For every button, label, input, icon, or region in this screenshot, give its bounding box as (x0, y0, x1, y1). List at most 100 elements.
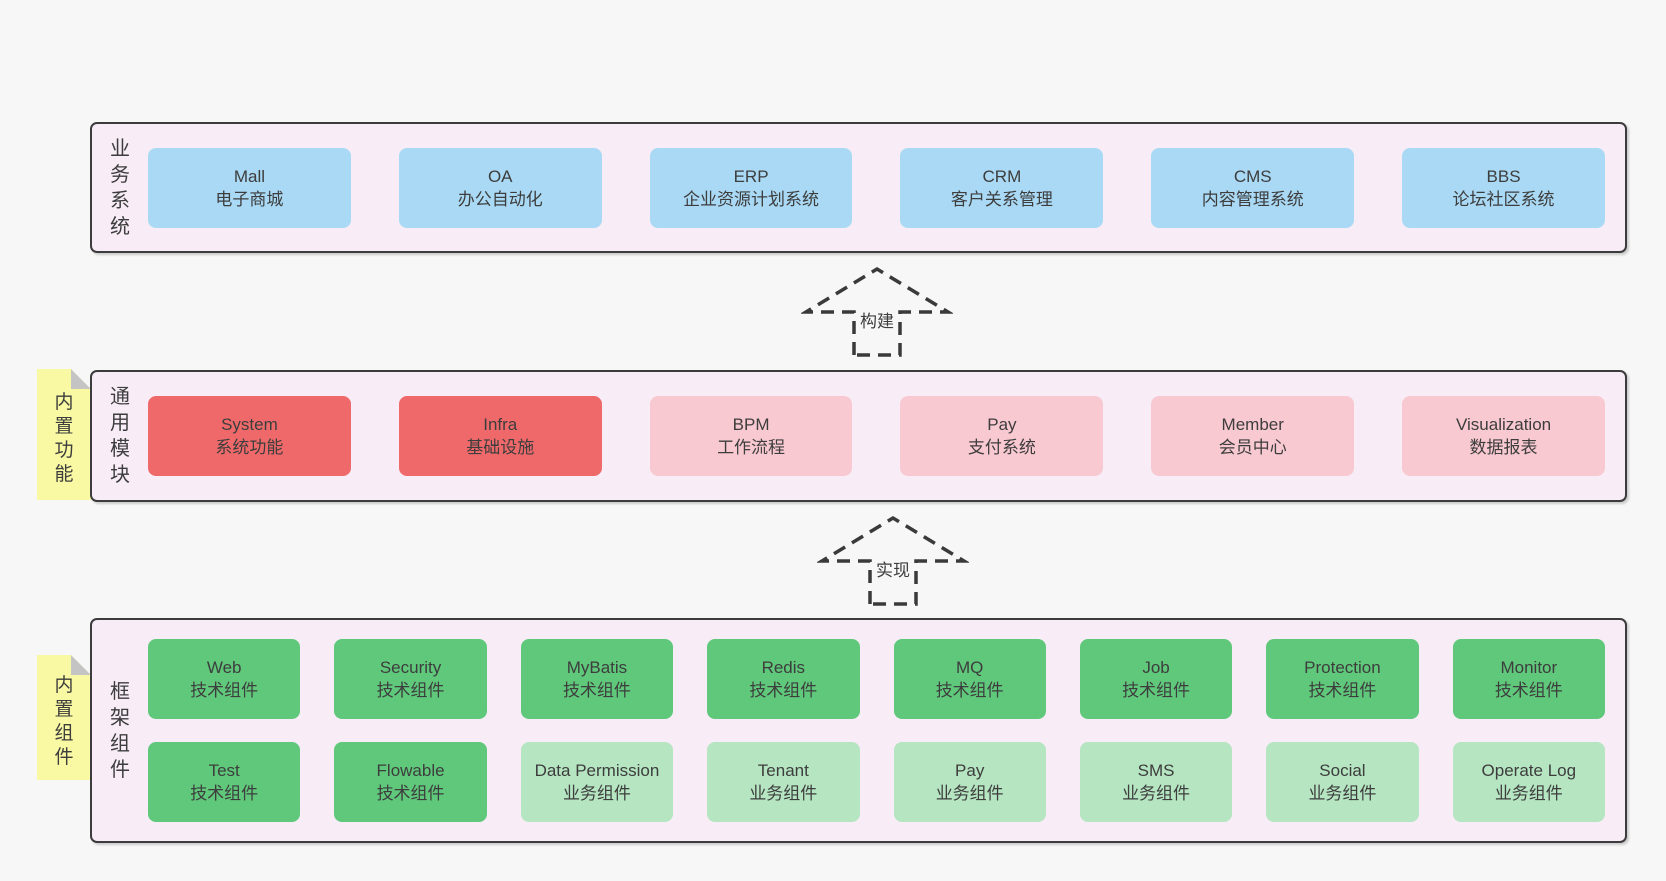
box-desc: 技术组件 (376, 784, 445, 803)
box-name: Security (379, 658, 442, 677)
box-name: MQ (955, 658, 984, 677)
note-fold-corner-icon (71, 369, 91, 389)
box-name: SMS (1137, 761, 1175, 780)
box-desc: 业务组件 (1494, 784, 1563, 803)
box-mall: Mall 电子商城 (148, 147, 351, 228)
box-protection: Protection 技术组件 (1266, 639, 1419, 719)
band-label-column: 业务系统 (92, 124, 148, 251)
box-name: Operate Log (1481, 761, 1577, 780)
box-name: MyBatis (566, 658, 628, 677)
box-desc: 技术组件 (1308, 681, 1377, 700)
box-name: Pay (987, 415, 1017, 434)
box-desc: 技术组件 (190, 784, 259, 803)
box-desc: 客户关系管理 (950, 189, 1053, 209)
box-name: Infra (483, 415, 518, 434)
box-web: Web 技术组件 (148, 639, 301, 719)
box-desc: 技术组件 (562, 681, 631, 700)
box-data-permission: Data Permission 业务组件 (520, 742, 674, 822)
box-desc: 业务组件 (749, 784, 818, 803)
box-bpm: BPM 工作流程 (649, 396, 853, 476)
box-name: Visualization (1455, 415, 1552, 434)
box-name: BPM (732, 415, 770, 434)
box-flowable: Flowable 技术组件 (334, 742, 487, 822)
dashed-up-arrow-icon (817, 515, 969, 606)
sticky-note-built-in-features: 内置功能 (37, 369, 91, 500)
band-label-column: 框架组件 (92, 620, 148, 841)
box-desc: 数据报表 (1469, 438, 1538, 457)
box-desc: 业务组件 (562, 784, 631, 803)
box-pay: Pay 支付系统 (900, 396, 1104, 476)
box-desc: 技术组件 (1122, 681, 1191, 700)
box-name: BBS (1486, 166, 1521, 186)
box-desc: 电子商城 (215, 189, 284, 209)
box-desc: 技术组件 (749, 681, 818, 700)
box-name: CRM (982, 166, 1022, 186)
box-name: Monitor (1500, 658, 1558, 677)
box-name: Social (1319, 761, 1366, 780)
box-name: Mall (233, 166, 265, 186)
box-name: Web (206, 658, 242, 677)
box-name: CMS (1233, 166, 1272, 186)
box-desc: 内容管理系统 (1201, 189, 1304, 209)
band-common-label: 通用模块 (110, 386, 130, 486)
arrow-build-label: 构建 (857, 311, 897, 333)
arrow-build: 构建 (801, 263, 953, 359)
box-desc: 基础设施 (466, 438, 535, 457)
box-tenant: Tenant 业务组件 (707, 742, 860, 822)
box-visualization: Visualization 数据报表 (1402, 396, 1605, 476)
box-erp: ERP 企业资源计划系统 (649, 147, 853, 228)
note-fold-corner-icon (71, 655, 91, 675)
box-mq: MQ 技术组件 (893, 639, 1046, 719)
box-crm: CRM 客户关系管理 (900, 147, 1104, 228)
box-name: Member (1221, 415, 1284, 434)
dashed-up-arrow-icon (801, 266, 953, 357)
box-cms: CMS 内容管理系统 (1151, 147, 1355, 228)
box-desc: 技术组件 (935, 681, 1004, 700)
box-pay: Pay 业务组件 (893, 742, 1046, 822)
box-name: OA (487, 166, 513, 186)
box-name: Test (208, 761, 240, 780)
arrow-implement-label: 实现 (873, 560, 913, 582)
box-name: Redis (761, 658, 806, 677)
box-desc: 企业资源计划系统 (683, 189, 820, 209)
box-desc: 技术组件 (190, 681, 259, 700)
box-desc: 业务组件 (935, 784, 1004, 803)
box-redis: Redis 技术组件 (707, 639, 860, 719)
box-desc: 业务组件 (1308, 784, 1377, 803)
band-framework-label: 框架组件 (110, 680, 130, 781)
box-name: Tenant (757, 761, 809, 780)
box-name: Protection (1304, 658, 1381, 677)
box-name: Pay (955, 761, 985, 780)
box-test: Test 技术组件 (148, 742, 301, 822)
box-name: Job (1142, 658, 1170, 677)
box-name: Data Permission (534, 761, 660, 780)
box-desc: 系统功能 (215, 438, 284, 457)
box-name: ERP (733, 166, 769, 186)
sticky-note-built-in-components: 内置组件 (37, 655, 91, 780)
band-label-column: 通用模块 (92, 372, 148, 500)
box-desc: 技术组件 (376, 681, 445, 700)
box-mybatis: MyBatis 技术组件 (520, 639, 674, 719)
note-text: 内置组件 (54, 674, 74, 768)
box-desc: 工作流程 (717, 438, 786, 457)
box-social: Social 业务组件 (1266, 742, 1419, 822)
band-business-label: 业务系统 (110, 137, 130, 238)
box-infra: Infra 基础设施 (398, 396, 602, 476)
box-desc: 支付系统 (967, 438, 1036, 457)
arrow-implement: 实现 (817, 512, 969, 608)
box-name: Flowable (376, 761, 445, 780)
